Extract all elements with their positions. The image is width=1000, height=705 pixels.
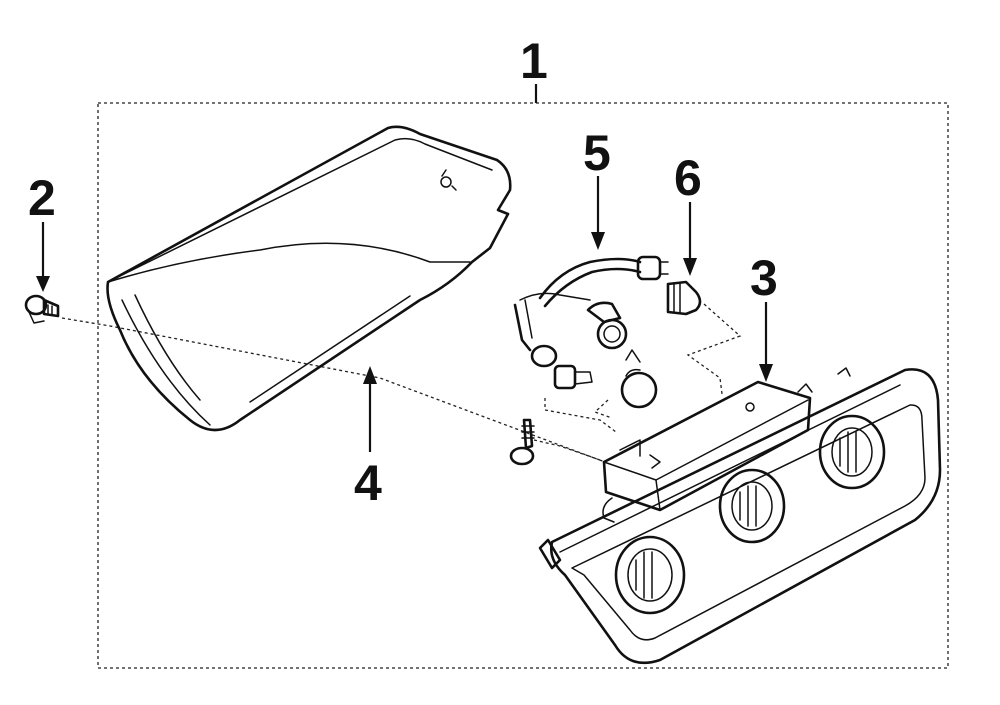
lens-cover-icon — [106, 125, 512, 432]
lamp-housing-icon — [538, 367, 942, 665]
callout-1[interactable]: 1 — [520, 33, 548, 103]
callout-6[interactable]: 6 — [674, 150, 702, 276]
wiring-socket-icon — [513, 255, 669, 409]
callout-5[interactable]: 5 — [583, 125, 611, 250]
callout-2-label: 2 — [28, 170, 56, 226]
assembly-frame — [97, 102, 949, 669]
callout-6-label: 6 — [674, 150, 702, 206]
callout-2[interactable]: 2 — [28, 170, 56, 292]
callout-3-label: 3 — [750, 250, 778, 306]
screw-icon — [509, 418, 535, 466]
push-clip-icon — [24, 294, 60, 324]
bulb-icon — [666, 280, 702, 316]
callout-4[interactable]: 4 — [354, 366, 382, 511]
callout-5-label: 5 — [583, 125, 611, 181]
callout-1-label: 1 — [520, 33, 548, 89]
callout-3[interactable]: 3 — [750, 250, 778, 382]
callout-4-label: 4 — [354, 455, 382, 511]
